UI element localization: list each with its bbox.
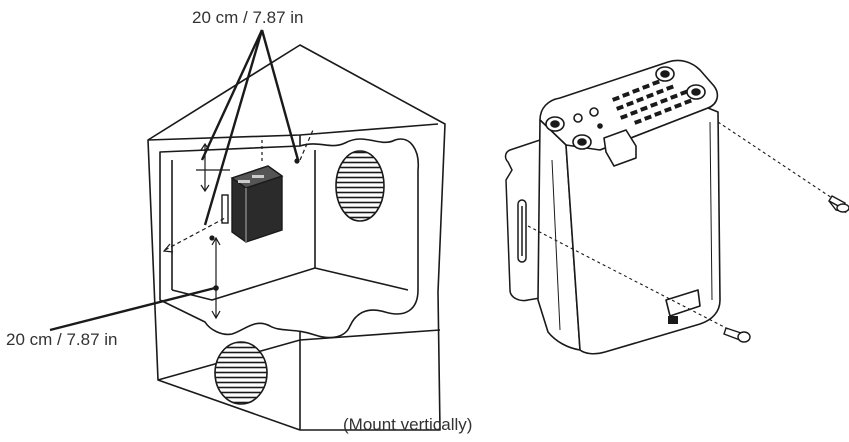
bracket-clip-bottom bbox=[665, 289, 701, 317]
screw-guide-lines bbox=[527, 121, 833, 331]
mount-caption: (Mount vertically) bbox=[343, 415, 473, 434]
top-clearance-label: 20 cm / 7.87 in bbox=[192, 8, 304, 27]
cabinet-bottom-rim bbox=[157, 329, 441, 381]
screw-icon bbox=[723, 327, 751, 343]
device-feet bbox=[545, 66, 706, 150]
bracket-clip-top bbox=[603, 129, 637, 167]
mounting-screws bbox=[723, 195, 849, 343]
vent-hole-right bbox=[335, 150, 385, 222]
label-leaders bbox=[49, 29, 300, 332]
router-device-large bbox=[537, 59, 721, 355]
enclosure-cabinet bbox=[147, 44, 446, 431]
vent-hole-bottom bbox=[214, 341, 268, 405]
clearance-arrows bbox=[162, 129, 314, 320]
bottom-clearance-label: 20 cm / 7.87 in bbox=[6, 330, 118, 349]
wall-mount-bracket bbox=[504, 139, 541, 302]
router-device-small bbox=[221, 165, 284, 243]
top-vent-grid bbox=[612, 79, 692, 125]
device-side-face bbox=[565, 107, 721, 355]
screw-icon bbox=[828, 195, 849, 214]
